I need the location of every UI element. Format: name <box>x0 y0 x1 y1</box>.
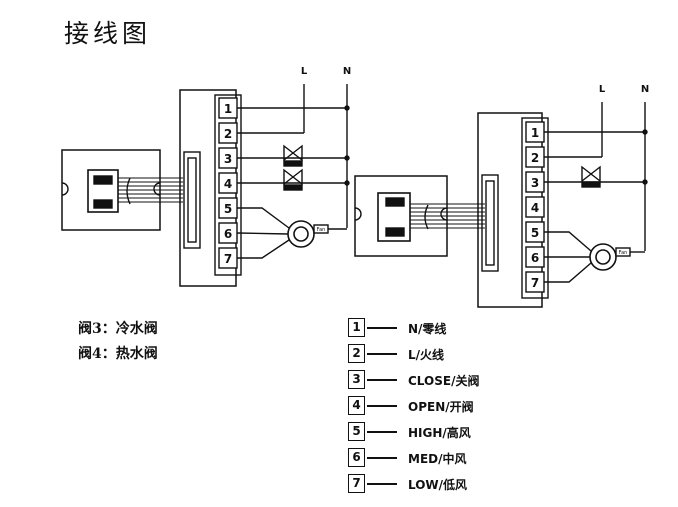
live-label: L <box>301 66 308 77</box>
legend-label: OPEN/开阀 <box>408 400 474 414</box>
legend-label: LOW/低风 <box>408 478 468 492</box>
valve-icon <box>581 165 601 183</box>
fan-tag <box>313 224 329 234</box>
valve-note-cold: 阀3：冷水阀 <box>78 321 158 337</box>
neutral-label: N <box>343 66 351 77</box>
terminal-number: 3 <box>531 176 539 190</box>
legend-number: 4 <box>348 396 365 415</box>
terminal-number: 5 <box>224 202 232 216</box>
legend-connector-line <box>367 431 397 433</box>
legend-connector-line <box>367 457 397 459</box>
legend-number: 6 <box>348 448 365 467</box>
valve-actuator <box>581 181 601 188</box>
valve-actuator <box>283 160 303 167</box>
neutral-label: N <box>641 84 649 95</box>
terminal-number: 2 <box>224 127 232 141</box>
legend-number: 2 <box>348 344 365 363</box>
terminal-number: 2 <box>531 151 539 165</box>
legend-label: L/火线 <box>408 348 445 362</box>
terminal-number: 7 <box>531 276 539 290</box>
legend-number: 1 <box>348 318 365 337</box>
legend-number: 3 <box>348 370 365 389</box>
legend-connector-line <box>367 405 397 407</box>
legend-row: 5 HIGH/高风 <box>348 422 548 442</box>
legend-label: MED/中风 <box>408 452 467 466</box>
legend-label: HIGH/高风 <box>408 426 471 440</box>
legend-label: CLOSE/关阀 <box>408 374 480 388</box>
fan-wire-low <box>544 262 592 283</box>
terminal-number: 5 <box>531 226 539 240</box>
legend-connector-line <box>367 483 397 485</box>
junction-dot <box>344 180 350 186</box>
fan-tag <box>615 247 631 257</box>
legend-row: 1 N/零线 <box>348 318 548 338</box>
valve-icon <box>283 168 303 186</box>
legend-connector-line <box>367 379 397 381</box>
terminal-number: 4 <box>531 201 539 215</box>
live-label: L <box>599 84 606 95</box>
page-title: 接线图 <box>64 19 152 48</box>
terminal-number: 1 <box>531 126 539 140</box>
terminal-number: 4 <box>224 177 232 191</box>
legend-number: 7 <box>348 474 365 493</box>
valve-icon <box>283 144 303 162</box>
fan-wire-low <box>237 239 290 259</box>
fan-icon <box>287 220 315 248</box>
fan-hub <box>595 249 611 265</box>
valve-actuator <box>283 184 303 191</box>
left-wiring-diagram <box>61 89 242 287</box>
fan-wire-high <box>544 231 592 252</box>
legend-connector-line <box>367 327 397 329</box>
right-wiring-diagram <box>354 112 549 308</box>
fan-wire-high <box>237 207 290 229</box>
valve-note-hot: 阀4：热水阀 <box>78 346 158 362</box>
legend-row: 4 OPEN/开阀 <box>348 396 548 416</box>
legend-row: 3 CLOSE/关阀 <box>348 370 548 390</box>
terminal-box <box>525 196 545 218</box>
fan-wire-med <box>236 232 289 235</box>
terminal-number: 6 <box>531 251 539 265</box>
terminal-number: 7 <box>224 252 232 266</box>
fan-label: Fan <box>619 250 628 256</box>
legend-number: 5 <box>348 422 365 441</box>
fan-hub <box>293 226 309 242</box>
ribbon-cable-right <box>410 203 485 229</box>
junction-dot <box>344 155 350 161</box>
terminal-number: 6 <box>224 227 232 241</box>
fan-label: Fan <box>317 227 326 233</box>
fan-icon <box>589 243 617 271</box>
legend-connector-line <box>367 353 397 355</box>
legend-label: N/零线 <box>408 322 447 336</box>
junction-dot <box>642 179 648 185</box>
terminal-number: 1 <box>224 102 232 116</box>
legend-row: 2 L/火线 <box>348 344 548 364</box>
legend-row: 6 MED/中风 <box>348 448 548 468</box>
legend-row: 7 LOW/低风 <box>348 474 548 494</box>
terminal-number: 3 <box>224 152 232 166</box>
